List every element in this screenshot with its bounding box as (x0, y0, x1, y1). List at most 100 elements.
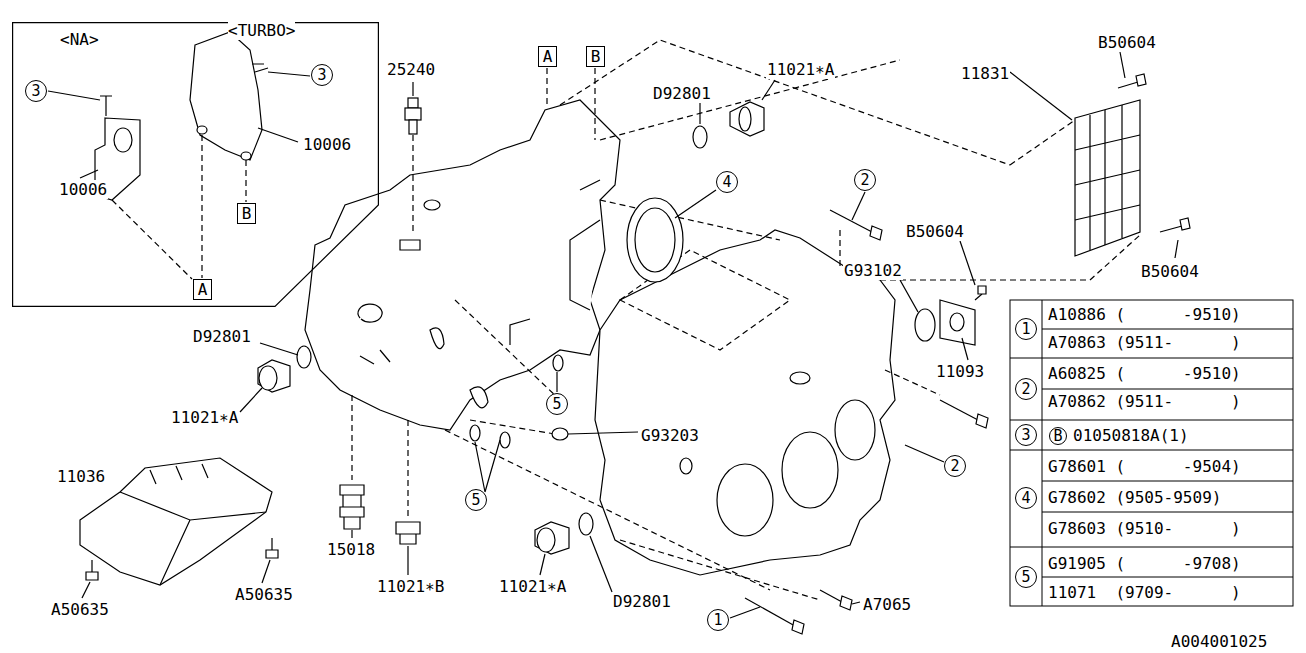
leader-lines (962, 338, 968, 360)
cylinder-block (430, 328, 444, 349)
oil-seal (635, 208, 675, 272)
callout-text: 2 (860, 173, 869, 188)
bolts (86, 560, 98, 580)
inset-dashed (594, 68, 595, 140)
leader-lines (852, 192, 865, 220)
plugs-and-washers (500, 432, 510, 448)
callout-number: 3 (1015, 424, 1037, 446)
plugs-and-washers (680, 458, 692, 474)
parts-table (1042, 329, 1293, 577)
sensor-25240 (405, 108, 421, 120)
hidden-lines (600, 60, 900, 140)
callout-text: 1 (1021, 322, 1030, 337)
plugs-and-washers (258, 360, 290, 392)
sensor-25240 (408, 98, 418, 108)
gasket-and-plate (915, 300, 975, 345)
hidden-lines (455, 300, 560, 400)
cover-11831 (1075, 105, 1140, 250)
part-number: 11021∗A (766, 60, 835, 79)
part-number: B50604 (1097, 33, 1157, 52)
leader-lines (540, 554, 545, 575)
part-number: G93203 (640, 426, 700, 445)
bolts (820, 590, 842, 602)
callout-number: 3 (25, 80, 47, 102)
hidden-lines (620, 540, 820, 600)
part-number: 11093 (935, 362, 985, 381)
parts-table (1010, 358, 1293, 547)
cylinder-block (717, 464, 773, 536)
callout-number: 5 (465, 489, 487, 511)
part-number: B50604 (905, 222, 965, 241)
bolts (1180, 218, 1190, 230)
hidden-lines (352, 40, 1140, 600)
leader-lines (730, 607, 760, 618)
bolts (792, 620, 804, 634)
part-number: 11021∗B (376, 577, 445, 596)
cylinder-block (305, 100, 620, 430)
part-number: 11021∗A (170, 408, 239, 427)
plugs-and-washers (259, 366, 277, 390)
leader-lines (475, 440, 500, 492)
part-number: B50604 (1140, 262, 1200, 281)
cylinder-block (595, 230, 895, 575)
bolts (1160, 226, 1182, 232)
bolts (1136, 74, 1146, 86)
leader-lines (240, 388, 262, 412)
bolts (978, 286, 986, 294)
leader-lines (905, 445, 944, 462)
plugs-and-washers (258, 102, 764, 554)
callout-text: 5 (471, 493, 480, 508)
bolts (830, 210, 872, 232)
callout-text: 3 (317, 68, 326, 83)
inset-brackets (114, 128, 132, 152)
table-cell: G78602 (9505-9509) (1047, 488, 1222, 507)
callout-number: 5 (1015, 566, 1037, 588)
bolts (266, 538, 278, 558)
hidden-lines (412, 135, 413, 232)
reference-box: A (538, 46, 557, 67)
cover-11831 (1075, 100, 1140, 256)
inset-brackets (100, 96, 112, 116)
hidden-lines (445, 430, 770, 590)
oil-seal (627, 198, 683, 282)
inset-outline (13, 23, 379, 307)
callout-text: 2 (1021, 382, 1030, 397)
hidden-lines (1010, 120, 1075, 165)
part-number: 11036 (56, 467, 106, 486)
table-cell: G78603 (9510- ) (1047, 519, 1242, 538)
callout-number: 5 (546, 393, 568, 415)
plugs-and-washers (297, 346, 311, 368)
gasket-and-plate (940, 300, 975, 345)
callout-number: 1 (707, 609, 729, 631)
inset-brackets (252, 64, 268, 72)
inset-dashed (546, 68, 547, 105)
callout-text: 5 (1021, 570, 1030, 585)
callout-number: 2 (944, 455, 966, 477)
leader-lines (48, 91, 100, 100)
bolts (745, 598, 795, 626)
sensor-25240 (400, 240, 420, 250)
leader-lines (258, 128, 298, 142)
reference-box: B (586, 46, 605, 67)
inset-dashed (201, 135, 202, 278)
part-number: A7065 (862, 595, 912, 614)
hidden-lines (560, 40, 1010, 165)
cylinder-block (570, 180, 600, 310)
reference-box: A (193, 279, 212, 300)
variant-heading: <NA> (60, 30, 99, 49)
callout-number: 4 (1015, 487, 1037, 509)
bolts (86, 74, 1190, 634)
leader-lines (407, 546, 408, 575)
callout-number: B (1049, 427, 1067, 445)
under-cover-11036 (80, 458, 272, 585)
cylinder-block (424, 200, 440, 210)
callout-number: 2 (854, 169, 876, 191)
table-cell: A70863 (9511- ) (1047, 333, 1242, 352)
callout-number: 3 (311, 64, 333, 86)
part-number: 10006 (302, 135, 352, 154)
inset-dashed (112, 200, 192, 279)
variant-heading: <TURBO> (228, 21, 295, 40)
part-number: 25240 (386, 60, 436, 79)
callout-text: B (591, 49, 601, 65)
